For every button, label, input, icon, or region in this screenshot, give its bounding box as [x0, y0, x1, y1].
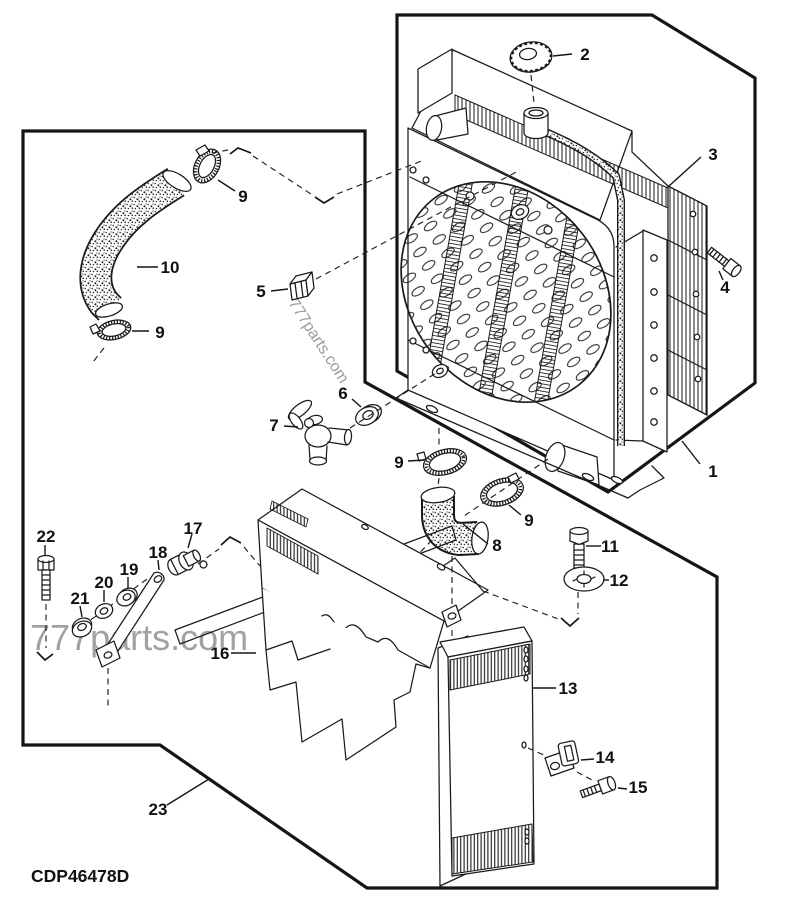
- diagram-code: CDP46478D: [31, 866, 129, 886]
- part-leader-2: [552, 53, 573, 57]
- part-label-8: 8: [492, 536, 501, 555]
- part-label-18: 18: [149, 543, 168, 562]
- nut-20: [94, 602, 114, 620]
- inlet-tube: [425, 107, 469, 142]
- hose-clamp-9-mid: [416, 448, 468, 476]
- part-leader-17: [187, 533, 193, 549]
- upper-hose-10: [79, 167, 192, 321]
- part-label-1: 1: [708, 462, 717, 481]
- part-label-5: 5: [256, 282, 265, 301]
- part-leader-18: [157, 559, 160, 571]
- part-leader-3: [668, 156, 702, 187]
- mounting-plate: [436, 556, 484, 660]
- radiator-face-fittings: [409, 166, 553, 379]
- part-label-10: 10: [161, 258, 180, 277]
- nut-21: [71, 617, 93, 638]
- fin-grille-3: [667, 184, 708, 417]
- watermark-horizontal: 777parts.com: [30, 617, 248, 658]
- part-leader-21: [79, 605, 83, 618]
- part-label-13: 13: [559, 679, 578, 698]
- part-leader-15: [617, 787, 628, 790]
- washer-19: [116, 587, 138, 607]
- filler-neck: [523, 106, 549, 140]
- part-label-15: 15: [629, 778, 648, 797]
- part-leader-9: [407, 459, 425, 462]
- part-label-9: 9: [155, 323, 164, 342]
- mounting-bolt-4: [706, 246, 742, 278]
- part-label-21: 21: [71, 589, 90, 608]
- part-label-14: 14: [596, 748, 615, 767]
- frame-radiator-group: [395, 13, 757, 494]
- radiator-cap-2: [509, 41, 553, 73]
- drain-valve-7: [287, 399, 353, 466]
- bolt-22: [37, 554, 55, 601]
- hose-clamp-9-right: [480, 472, 524, 507]
- radiator-assembly: [360, 48, 708, 499]
- side-panel-13: [437, 626, 535, 887]
- part-leader-9: [508, 504, 522, 516]
- part-leader-23: [166, 778, 210, 806]
- part-label-9: 9: [524, 511, 533, 530]
- part-label-2: 2: [580, 45, 589, 64]
- watermark-vertical: 777parts.com: [285, 296, 352, 387]
- part-label-22: 22: [37, 527, 56, 546]
- part-leader-4: [718, 270, 724, 281]
- part-label-20: 20: [95, 573, 114, 592]
- washer-6: [355, 403, 382, 427]
- part-label-6: 6: [338, 384, 347, 403]
- bolt-11: [569, 526, 589, 569]
- elbow-hose-8: [420, 486, 489, 556]
- bolt-15: [579, 775, 617, 799]
- overflow-tube: [541, 127, 625, 446]
- frame-hose-shroud-group: [21, 129, 719, 890]
- part-label-3: 3: [708, 145, 717, 164]
- part-leader-8: [462, 523, 489, 545]
- washer-12: [563, 566, 605, 592]
- frame-borders: [21, 13, 757, 890]
- part-label-11: 11: [601, 537, 619, 556]
- part-label-7: 7: [269, 416, 278, 435]
- plug-5: [289, 271, 315, 301]
- part-leader-1: [681, 440, 701, 465]
- radiator-rear-flange: [417, 48, 453, 114]
- part-leader-9: [217, 179, 236, 192]
- part-label-4: 4: [720, 278, 730, 297]
- hose-clamp-9-top: [192, 144, 222, 184]
- part-label-9: 9: [394, 453, 403, 472]
- part-leader-14: [580, 758, 595, 761]
- part-label-16: 16: [211, 644, 230, 663]
- part-label-17: 17: [184, 519, 203, 538]
- part-label-12: 12: [610, 571, 629, 590]
- fan-shroud-16: [174, 488, 489, 761]
- bracket-18: [95, 571, 165, 668]
- part-leader-7: [283, 425, 299, 428]
- part-label-9: 9: [238, 187, 247, 206]
- hose-clamp-9-bottom: [89, 319, 132, 341]
- part-leader-6: [351, 398, 362, 408]
- sender-17: [167, 549, 208, 576]
- part-label-19: 19: [120, 560, 139, 579]
- part-leader-5: [270, 288, 289, 292]
- clamp-14: [544, 740, 580, 777]
- part-label-23: 23: [149, 800, 168, 819]
